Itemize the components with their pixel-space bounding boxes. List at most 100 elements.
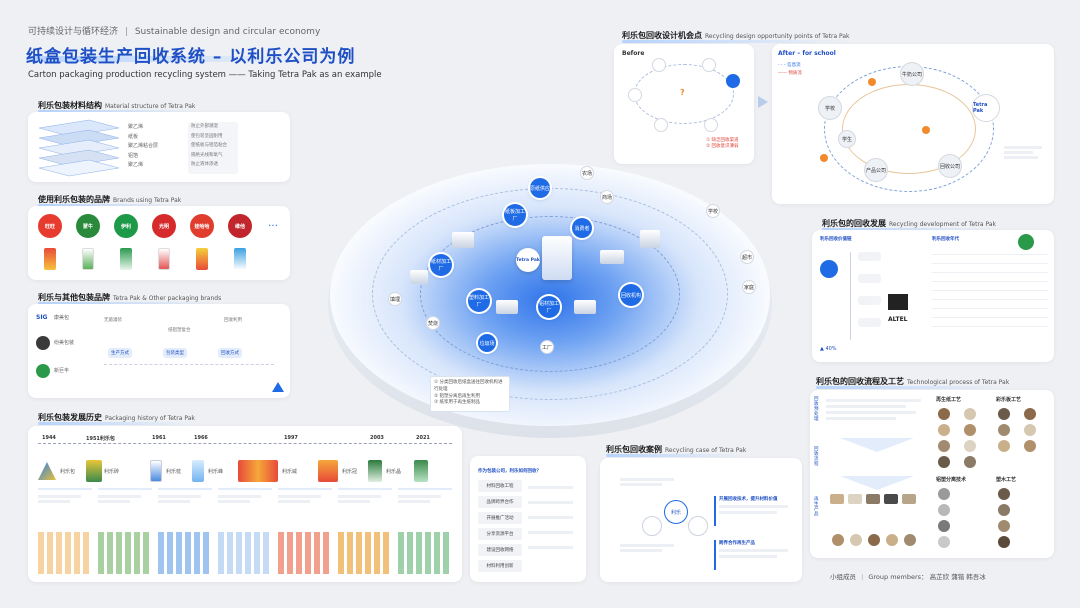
- header-divider: |: [124, 27, 128, 37]
- node-label: 商场: [601, 194, 612, 201]
- node-burn: 焚烧: [426, 316, 440, 330]
- process-card: 回收预处理 回收流程 再生产品 再生纸工艺 彩乐板工艺 铝塑分离技术 塑木工艺: [810, 390, 1054, 558]
- dev-row: [932, 318, 1048, 327]
- brand-xinjufeng-name: 新巨丰: [54, 368, 70, 374]
- node-supermarket: 超市: [740, 250, 754, 264]
- node-recycler: 回收机构: [620, 284, 642, 306]
- after-node-label: 回收公司: [939, 163, 960, 170]
- layer-names: 聚乙烯 纸板 聚乙烯粘合层 铝箔 聚乙烯: [128, 124, 158, 172]
- pkg-tetrahedron: [38, 462, 56, 480]
- legend-material: —— 物质流: [778, 71, 802, 76]
- case-step-descs: [528, 484, 578, 568]
- node-paper-supply: 原纸供应: [530, 178, 550, 198]
- brand-logo-yili: 伊利: [114, 214, 138, 238]
- after-node-recycle: 回收公司: [938, 154, 962, 178]
- compare-col: 纸铝塑复合: [168, 328, 191, 333]
- brand-logo-wahaha: 娃哈哈: [190, 214, 214, 238]
- craft-label: 再生纸工艺: [936, 397, 962, 403]
- history-desc: [218, 488, 272, 528]
- layer-desc: 防止外部潮湿: [191, 124, 218, 129]
- dev-stat-value: 40%: [825, 346, 837, 352]
- node-mall: 商场: [600, 190, 614, 204]
- pkg-label: 利乐砖: [104, 469, 120, 475]
- case-step: 品牌跨界合作: [478, 496, 522, 508]
- product-swatch: [832, 534, 844, 546]
- craft-swatch: [1024, 440, 1036, 452]
- dev-photo: [888, 294, 908, 310]
- brand-name: 伊利: [120, 223, 131, 230]
- compare-row-label: 包装类型: [163, 348, 187, 358]
- node-label: 塑料加工厂: [468, 295, 489, 308]
- layer-desc: 隔绝光线和氧气: [191, 152, 223, 158]
- material-title-zh: 利乐包装材料结构: [38, 101, 102, 110]
- case-step: 材料利用创新: [478, 560, 522, 572]
- pkg-label: 利乐威: [282, 469, 298, 475]
- dev-row: [932, 291, 1048, 300]
- node-school: 学校: [706, 204, 720, 218]
- hub-label: Tetra Pak: [516, 257, 540, 263]
- node-label: 消费者: [574, 225, 590, 232]
- node-label: 超市: [741, 254, 752, 261]
- brand-name: 旺旺: [44, 223, 55, 230]
- dev-item: [858, 318, 882, 327]
- timeline-year: 1944: [42, 435, 56, 441]
- timeline-year: 1966: [194, 435, 208, 441]
- craft-swatch: [938, 408, 950, 420]
- case-side-node: [642, 516, 662, 536]
- case-box: 跨界合作再生产品: [714, 540, 796, 570]
- node-label: 原纸供应: [530, 185, 551, 192]
- opportunity-marker: [922, 126, 930, 134]
- pkg-label: 利乐包: [60, 469, 76, 475]
- after-node-tetra: Tetra Pak: [972, 94, 1000, 122]
- disc-ring-outer: [372, 188, 728, 400]
- history-product-strip: [398, 532, 452, 574]
- before-tetra-icon: [726, 74, 740, 88]
- node-label: 垃圾场: [479, 340, 495, 347]
- process-funnel: [840, 476, 914, 490]
- case-box-title: 跨界合作再生产品: [719, 541, 755, 546]
- craft-swatch: [938, 488, 950, 500]
- craft-swatch: [998, 424, 1010, 436]
- history-card: 1944 1951利乐包 1961 1966 1997 2003 2021 利乐…: [28, 426, 462, 582]
- timeline-year: 1961: [152, 435, 166, 441]
- opportunity-title-underline: [622, 40, 850, 43]
- layer-2: [38, 129, 120, 147]
- case-box-title: 开展回收技术，提升材料价值: [719, 497, 778, 502]
- history-desc: [98, 488, 152, 528]
- node-factory: 工厂: [540, 340, 554, 354]
- compare-col: 无菌灌装: [104, 318, 122, 323]
- case-question: 作为包装公司，利乐如何回收？: [478, 469, 541, 474]
- pkg-crown: [318, 460, 338, 482]
- after-node-label: 产品公司: [865, 167, 886, 174]
- node-board-factory: 纸板加工厂: [504, 204, 526, 226]
- process-side-label: 回收流程: [814, 447, 819, 467]
- node-label: 填埋: [389, 296, 400, 303]
- building-illustration: [452, 232, 474, 248]
- history-title-en: Packaging history of Tetra Pak: [105, 415, 195, 422]
- timeline-line: [38, 443, 452, 444]
- node-home: 家庭: [742, 280, 756, 294]
- compare-title-zh: 利乐与其他包装品牌: [38, 293, 110, 302]
- brand-logo-wangwang: 旺旺: [38, 214, 62, 238]
- center-note: ③ 纸浆用于再生纸制品: [434, 400, 480, 406]
- timeline-year: 1951利乐包: [86, 436, 115, 442]
- opportunity-title-zh: 利乐包回收设计机会点: [622, 31, 702, 40]
- header-subtitle: 可持续设计与循环经济 | Sustainable design and circ…: [28, 24, 320, 37]
- node-plastic-factory: 塑料加工厂: [468, 290, 490, 312]
- product-swatch: [868, 534, 880, 546]
- process-side-label: 再生产品: [814, 497, 819, 517]
- tetra-pak-small-logo: [272, 382, 284, 392]
- process-text: [826, 396, 926, 436]
- brand-logo-mengniu: 蒙牛: [76, 214, 100, 238]
- node-farm: 农场: [580, 166, 594, 180]
- pkg-crystal: [368, 460, 382, 482]
- building-illustration: [600, 250, 624, 264]
- compare-row-label: 回收方式: [218, 348, 242, 358]
- process-side-label: 回收预处理: [814, 397, 819, 422]
- members-names: 高芷欣 蒲锴 韩吾冰: [929, 573, 986, 581]
- material-title-en: Material structure of Tetra Pak: [105, 103, 196, 110]
- brand-name: 光明: [158, 223, 169, 230]
- pkg-2021: [414, 460, 428, 482]
- legend-info: - - - 信息流: [778, 63, 801, 68]
